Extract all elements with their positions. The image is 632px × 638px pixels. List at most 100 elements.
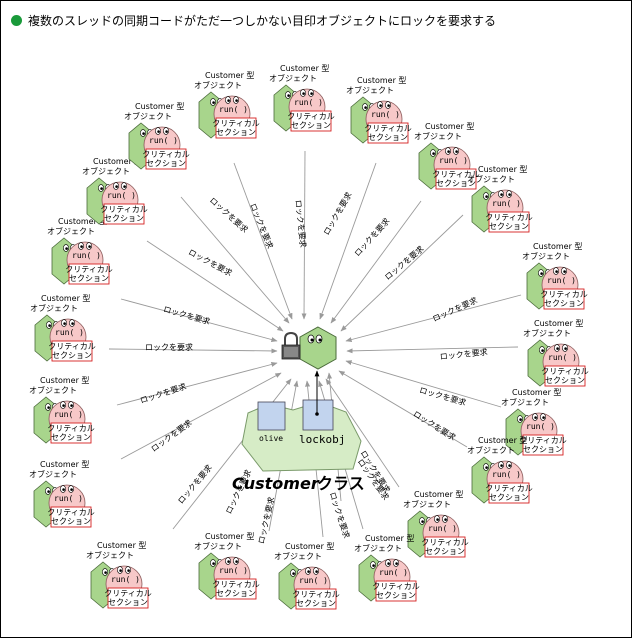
critical-section-label: クリティカル: [212, 119, 260, 128]
run-method-label: run( ): [428, 524, 457, 533]
class-label-latin: Customer: [232, 474, 320, 493]
object-kind-label: オブジェクト: [274, 551, 322, 561]
object-type-label: Customer 型: [365, 534, 414, 543]
critical-section-box: [375, 580, 417, 602]
object-type-label: Customer 型: [414, 490, 463, 499]
run-method-label: run( ): [72, 251, 101, 260]
object-kind-label: オブジェクト: [414, 131, 462, 141]
critical-section-box: [68, 263, 110, 285]
object-type-label: Customer 型: [40, 376, 89, 385]
lock-request-label: ロックを要求: [208, 195, 250, 235]
object-type-label: Customer 型: [512, 388, 561, 397]
critical-section-box: [522, 434, 564, 456]
lock-request-arrow: [116, 362, 278, 406]
lock-request-arrow: [345, 360, 502, 408]
lock-request-arrow: [233, 162, 293, 320]
critical-section-box: [435, 168, 477, 190]
lock-request-label: ロックを要求: [248, 202, 275, 250]
lock-request-arrow: [108, 348, 278, 354]
critical-section-label: クリティカル: [541, 367, 589, 376]
object-kind-label: オブジェクト: [354, 543, 402, 553]
padlock-icon: [281, 331, 301, 360]
object-kind-label: オブジェクト: [194, 541, 242, 551]
lock-request-arrow: [146, 240, 284, 332]
object-type-label: Customer 型: [135, 102, 184, 111]
object-kind-label: オブジェクト: [523, 328, 571, 338]
object-kind-label: オブジェクト: [30, 303, 78, 313]
run-method-label: run( ): [492, 470, 521, 479]
object-kind-label: オブジェクト: [47, 226, 95, 236]
object-kind-label: オブジェクト: [346, 85, 394, 95]
critical-section-box: [488, 482, 530, 504]
object-type-label: Customer 型: [41, 294, 90, 303]
section-label: セクション: [52, 351, 92, 360]
section-label: セクション: [51, 517, 91, 526]
object-kind-label: オブジェクト: [467, 445, 515, 455]
lock-request-label: ロックを要求: [187, 247, 234, 278]
object-kind-label: オブジェクト: [86, 550, 134, 560]
object-type-label: Customer 型: [40, 460, 89, 469]
object-type-label: Customer 型: [205, 71, 254, 80]
lock-request-label: ロックを要求: [162, 304, 211, 327]
object-type-label: Customer 型: [534, 319, 583, 328]
run-method-label: run( ): [526, 422, 555, 431]
critical-section-label: クリティカル: [65, 265, 113, 274]
run-method-label: run( ): [379, 568, 408, 577]
title-row: 複数のスレッドの同期コードがただ一つしかない目印オブジェクトにロックを要求する: [11, 10, 496, 30]
critical-section-label: クリティカル: [104, 589, 152, 598]
object-type-label: Customer 型: [58, 217, 107, 226]
lock-request-label: ロックを要求: [418, 385, 467, 408]
section-label: セクション: [296, 599, 336, 608]
critical-section-label: クリティカル: [519, 436, 567, 445]
run-method-label: run( ): [371, 110, 400, 119]
critical-section-label: クリティカル: [287, 112, 335, 121]
critical-section-label: クリティカル: [212, 580, 260, 589]
section-label: セクション: [146, 159, 186, 168]
critical-section-label: クリティカル: [485, 213, 533, 222]
critical-section-box: [103, 203, 145, 225]
section-label: セクション: [489, 493, 529, 502]
section-label: セクション: [489, 222, 529, 231]
object-type-label: Customer 型: [478, 165, 527, 174]
object-type-label: Customer 型: [285, 542, 334, 551]
lock-request-arrow: [345, 294, 522, 342]
critical-section-label: クリティカル: [485, 484, 533, 493]
object-kind-label: オブジェクト: [29, 469, 77, 479]
lock-request-arrow: [338, 370, 468, 448]
object-kind-label: オブジェクト: [124, 111, 172, 121]
object-kind-label: オブジェクト: [29, 385, 77, 395]
lock-request-arrow: [180, 196, 290, 324]
critical-section-box: [544, 365, 586, 387]
lock-request-arrow: [340, 214, 464, 332]
critical-section-box: [215, 117, 257, 139]
section-label: セクション: [545, 376, 585, 385]
lock-request-label: ロックを要求: [139, 381, 188, 405]
object-type-label: Customer 型: [533, 242, 582, 251]
run-method-label: run( ): [299, 576, 328, 585]
critical-section-box: [424, 536, 466, 558]
run-method-label: run( ): [149, 136, 178, 145]
object-kind-label: オブジェクト: [194, 80, 242, 90]
critical-section-label: クリティカル: [421, 538, 469, 547]
run-method-label: run( ): [55, 328, 84, 337]
lock-request-label: ロックを要求: [328, 491, 352, 540]
object-type-label: Customer 型: [478, 436, 527, 445]
run-method-label: run( ): [439, 156, 468, 165]
lock-request-label: ロックを要求: [256, 496, 277, 545]
critical-section-box: [107, 587, 149, 609]
run-method-label: run( ): [54, 410, 83, 419]
run-method-label: run( ): [54, 494, 83, 503]
